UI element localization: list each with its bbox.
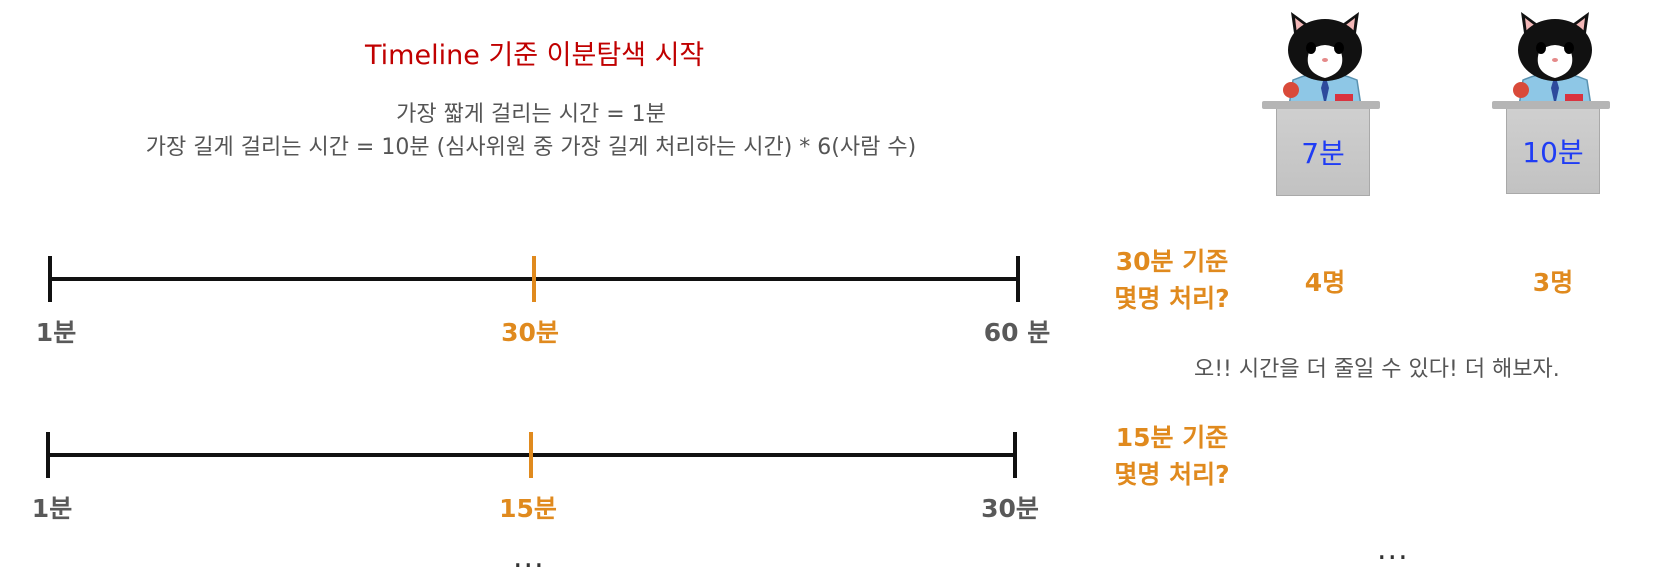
timeline-2-end-label: 30분 xyxy=(981,494,1039,523)
timeline-2-question-line-2: 몇명 처리? xyxy=(1114,460,1230,489)
timeline-1-start-label: 1분 xyxy=(35,318,77,347)
reviewer-1-time: 7분 xyxy=(1301,137,1345,170)
reviewer-1-count: 4명 xyxy=(1304,268,1346,297)
reviewer-2-desk: 10분 xyxy=(1506,109,1600,194)
remark-text: 오!! 시간을 더 줄일 수 있다! 더 해보자. xyxy=(1194,357,1560,382)
timeline-1-question-line-2: 몇명 처리? xyxy=(1114,284,1230,313)
cat-reviewer-icon xyxy=(1513,12,1592,106)
reviewer-2-time: 10분 xyxy=(1522,136,1584,169)
timeline-1-mid-label: 30분 xyxy=(501,318,559,347)
description-line-2: 가장 길게 걸리는 시간 = 10분 (심사위원 중 가장 길게 처리하는 시간… xyxy=(145,135,917,160)
timeline-2-start-label: 1분 xyxy=(31,494,73,523)
timeline-1-end-tick xyxy=(1016,256,1020,302)
timeline-2-end-tick xyxy=(1013,432,1017,478)
timeline-2-start-tick xyxy=(46,432,50,478)
description-line-1: 가장 짧게 걸리는 시간 = 1분 xyxy=(396,102,666,127)
timeline-2-question-line-1: 15분 기준 xyxy=(1115,423,1229,452)
timeline-2-mid-tick xyxy=(529,432,533,478)
timeline-2-question: 15분 기준 몇명 처리? xyxy=(1087,419,1257,493)
timeline-1-question-line-1: 30분 기준 xyxy=(1115,247,1229,276)
reviewer-1-desk-top xyxy=(1262,101,1380,109)
timeline-2-mid-label: 15분 xyxy=(499,494,557,523)
timeline-1-start-tick xyxy=(48,256,52,302)
reviewer-1-desk: 7분 xyxy=(1276,109,1370,196)
reviewer-2-count: 3명 xyxy=(1532,268,1574,297)
cat-reviewer-icon xyxy=(1283,12,1362,106)
timeline-1-mid-tick xyxy=(532,256,536,302)
timeline-1-question: 30분 기준 몇명 처리? xyxy=(1087,243,1257,317)
timeline-1-end-label: 60 분 xyxy=(983,318,1051,347)
ellipsis-left: ... xyxy=(513,540,545,575)
reviewer-2-desk-top xyxy=(1492,101,1610,109)
diagram-title: Timeline 기준 이분탐색 시작 xyxy=(365,40,705,71)
ellipsis-right: ... xyxy=(1377,532,1409,567)
